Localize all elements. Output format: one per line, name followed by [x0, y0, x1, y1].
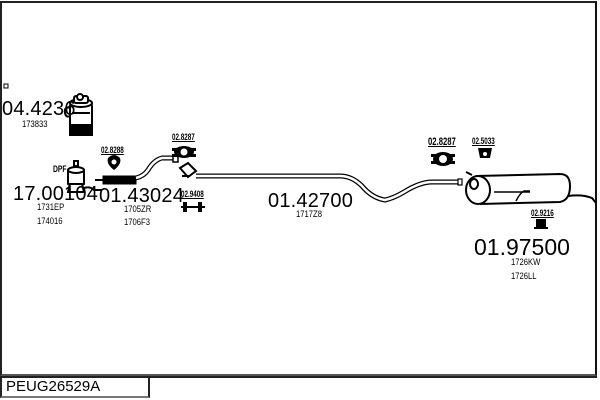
accessory-number-rubber[interactable]: 02.5033: [472, 136, 495, 146]
clamp-front-icon[interactable]: [172, 146, 196, 158]
gasket-icon[interactable]: [107, 155, 121, 170]
oe-ref-rear-silencer-1: 1726KW: [511, 257, 541, 267]
rubber-mount-icon[interactable]: [478, 148, 492, 158]
middle-pipe-part[interactable]: [196, 173, 463, 203]
flange-connector: [178, 161, 198, 179]
catalyst-part[interactable]: [63, 93, 93, 136]
reference-label: PEUG26529A: [0, 377, 150, 398]
accessory-number-hanger-rear[interactable]: 02.9216: [531, 208, 554, 218]
part-number-front-pipe[interactable]: 01.43024: [99, 185, 185, 207]
oe-ref-rear-silencer-2: 1726LL: [511, 271, 537, 281]
hanger-rear-icon[interactable]: [534, 219, 548, 229]
part-number-dpf[interactable]: 17.00104: [13, 183, 99, 205]
part-number-rear-silencer[interactable]: 01.97500: [474, 234, 570, 260]
part-number-catalyst[interactable]: 04.4236: [2, 98, 76, 120]
part-number-middle-pipe[interactable]: 01.42700: [268, 190, 354, 212]
oe-ref-front-pipe-1: 1705ZR: [124, 204, 152, 214]
dpf-label: DPF: [53, 164, 67, 174]
rear-silencer-part[interactable]: [465, 171, 597, 205]
oe-ref-middle-pipe-1: 1717Z8: [296, 209, 322, 219]
accessory-number-hanger-front[interactable]: 02.9408: [181, 189, 204, 199]
accessory-number-gasket[interactable]: 02.8288: [101, 145, 124, 155]
hanger-front-icon[interactable]: [181, 202, 205, 212]
clamp-rear-icon[interactable]: [431, 152, 455, 166]
oe-ref-catalyst-1: 173833: [22, 119, 48, 129]
catalyst-marker: [3, 83, 9, 89]
front-pipe-part[interactable]: [95, 155, 179, 185]
oe-ref-dpf-2: 174016: [37, 216, 63, 226]
dpf-part[interactable]: [66, 160, 102, 193]
diagram-frame: [0, 1, 597, 376]
oe-ref-dpf-1: 1731EP: [37, 202, 65, 212]
oe-ref-front-pipe-2: 1706F3: [124, 217, 150, 227]
accessory-number-clamp-rear[interactable]: 02.8287: [428, 136, 456, 148]
accessory-number-clamp-front[interactable]: 02.8287: [172, 132, 195, 142]
